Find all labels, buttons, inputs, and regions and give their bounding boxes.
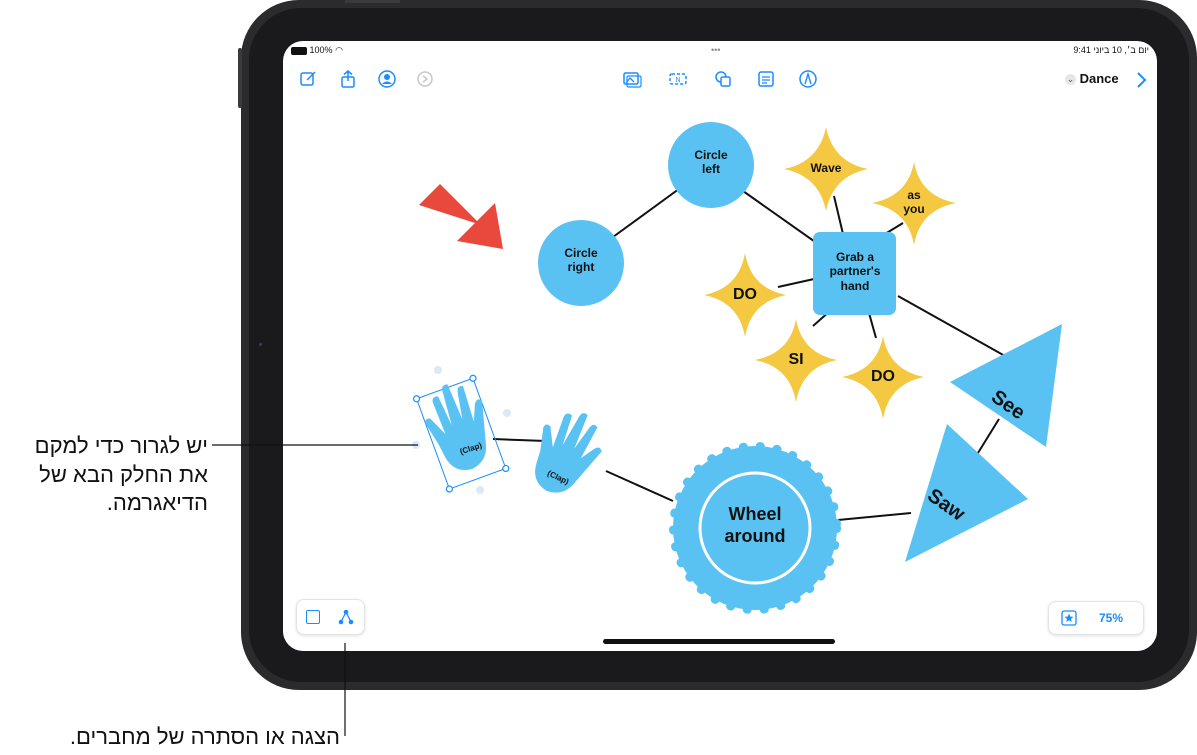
connector-right-left[interactable] [612, 185, 684, 238]
chevron-right-icon[interactable] [1131, 70, 1151, 90]
si-label: SI [788, 351, 804, 368]
clap-hand-selected[interactable] [412, 374, 510, 493]
collaborate-icon[interactable] [377, 69, 397, 89]
more-dots[interactable]: ••• [711, 45, 721, 55]
drag-handle-top[interactable] [434, 366, 442, 374]
grab-hand-shape[interactable] [813, 232, 896, 315]
battery-status: 100% ◠ [291, 45, 343, 56]
favorite-view-icon[interactable] [1061, 610, 1077, 626]
star-wave-shape[interactable] [784, 127, 868, 211]
top-button [345, 0, 400, 3]
redo-icon[interactable] [415, 69, 435, 89]
status-time: 9:41 [1073, 45, 1091, 55]
connectors-callout: הצגה או הסתרה של מחברים. [69, 724, 340, 749]
status-time-date: יום ב׳, 10 ביוני 9:41 [1073, 45, 1149, 55]
media-icon[interactable] [622, 69, 642, 89]
camera-dot [259, 343, 262, 346]
drag-handle-right[interactable] [503, 409, 511, 417]
connectors-toggle-icon[interactable] [337, 608, 355, 626]
star-do1-shape[interactable] [704, 253, 786, 337]
app-screen: 100% ◠ ••• יום ב׳, 10 ביוני 9:41 N ⌄ Dan… [283, 41, 1157, 651]
home-indicator[interactable] [603, 639, 835, 644]
wave-label: Wave [810, 161, 842, 175]
circle-left-shape[interactable] [668, 122, 754, 208]
zoom-level[interactable]: 75% [1099, 611, 1124, 625]
connector-grab-see[interactable] [897, 295, 1006, 357]
status-date: יום ב׳, 10 ביוני [1093, 45, 1149, 55]
red-arrow-shape[interactable] [419, 184, 503, 249]
star-si-shape[interactable] [755, 319, 837, 402]
clap-hand-right[interactable] [520, 400, 614, 505]
connector-do1-grab[interactable] [777, 278, 815, 288]
see-triangle-shape[interactable] [950, 324, 1062, 447]
chevron-down-icon: ⌄ [1065, 74, 1076, 86]
connector-clap-clap[interactable] [492, 438, 547, 442]
bottom-left-controls [296, 599, 365, 635]
battery-percent: 100% [309, 45, 333, 55]
connector-do2-grab[interactable] [868, 312, 877, 339]
svg-text:N: N [675, 77, 680, 84]
connector-wave-grab[interactable] [833, 195, 844, 235]
sticky-note-icon[interactable] [756, 69, 776, 89]
do-label-2: DO [871, 368, 895, 385]
connector-saw-wheel[interactable] [837, 512, 912, 521]
wifi-icon: ◠ [335, 45, 343, 55]
drag-callout: יש לגרור כדי למקם את החלק הבא של הדיאגרמ… [34, 433, 208, 516]
shapes-icon[interactable] [713, 69, 733, 89]
text-box-icon[interactable]: N [668, 69, 688, 89]
wheel-shape[interactable] [669, 442, 841, 614]
bottom-right-controls: 75% [1048, 601, 1144, 635]
do-label-1: DO [733, 286, 757, 303]
board-title-button[interactable]: ⌄ Dance [1065, 71, 1119, 86]
star-do2-shape[interactable] [842, 336, 924, 419]
compose-icon[interactable] [298, 69, 318, 89]
connector-wheel-clap[interactable] [605, 470, 674, 502]
saw-triangle-shape[interactable] [905, 424, 1028, 562]
volume-button [238, 48, 242, 108]
star-asyou-shape[interactable] [872, 162, 956, 245]
drag-handle-bottom[interactable] [476, 486, 484, 494]
pen-icon[interactable] [798, 69, 818, 89]
diagram-canvas [412, 122, 1062, 614]
share-icon[interactable] [338, 69, 358, 89]
circle-right-shape[interactable] [538, 220, 624, 306]
shape-outline-button[interactable] [306, 610, 320, 624]
battery-icon [291, 46, 307, 55]
board-title: Dance [1079, 71, 1119, 86]
